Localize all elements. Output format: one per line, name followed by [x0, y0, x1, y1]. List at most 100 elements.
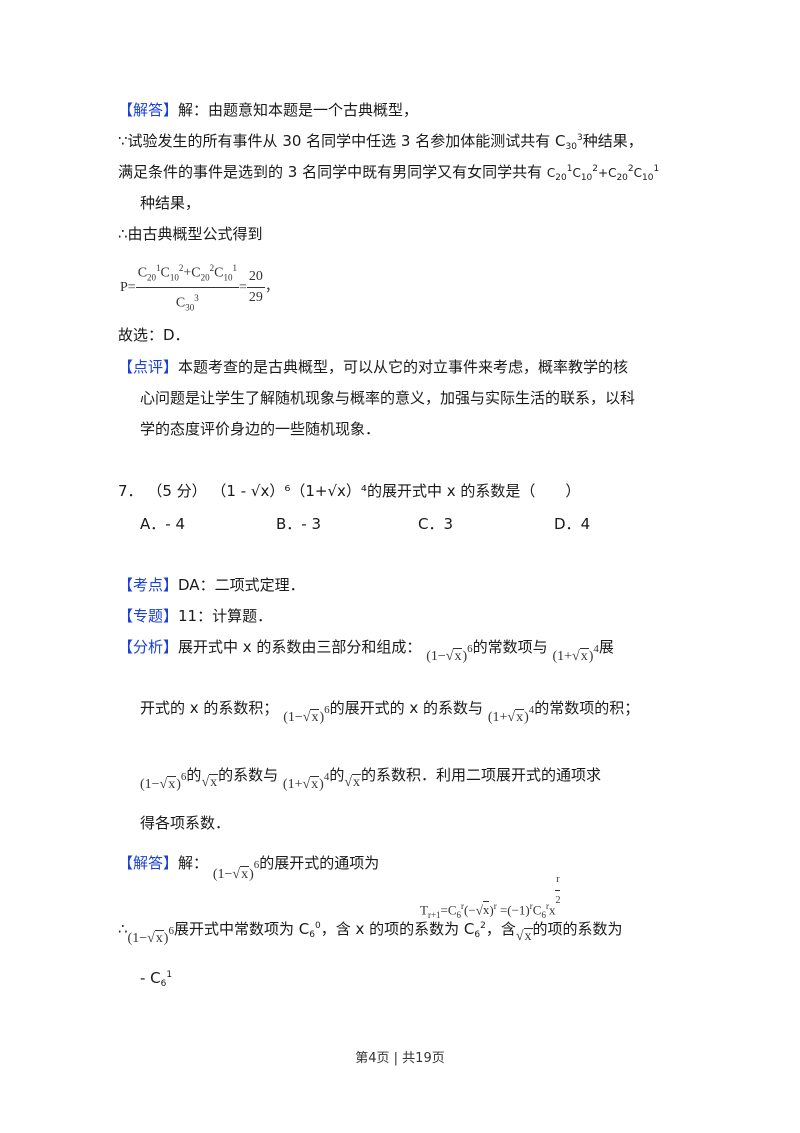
expr-plus: (1+√x) — [487, 709, 529, 725]
option-a[interactable]: A．- 4 — [140, 513, 185, 534]
denominator: C303 — [175, 293, 199, 313]
text: 开式的 x 的系数积； — [140, 699, 279, 717]
comment-line-3: 学的态度评价身边的一些随机现象． — [140, 420, 381, 438]
question-score: （5 分） — [147, 482, 207, 500]
text: 的常数项的积； — [534, 699, 640, 717]
answer-tag: 【解答】 — [118, 101, 179, 119]
text: 展开式中 x 的系数由三部分和组成： — [178, 638, 422, 656]
kaodian-line: 【考点】DA：二项式定理． — [118, 575, 305, 595]
exponent: 6 — [467, 643, 473, 655]
text: ∵试验发生的所有事件从 30 名同学中任选 3 名参加体能测试共有 C — [118, 132, 566, 150]
text: 展 — [598, 638, 614, 656]
answer-line-4: 种结果， — [140, 194, 201, 212]
question-7-stem: 7． （5 分） （1 - √x）⁶（1+√x）⁴的展开式中 x 的系数是（ ） — [118, 481, 580, 501]
text: 的项的系数为 — [532, 920, 623, 938]
result-numerator: 20 — [246, 267, 265, 289]
comment-line-1: 【点评】本题考查的是古典概型，可以从它的对立事件来考虑，概率教学的核 — [118, 357, 628, 377]
text: 种结果， — [582, 132, 643, 150]
expr-plus: (1+√x) — [552, 648, 594, 664]
numerator: C201C102+C202C101 — [135, 258, 239, 289]
answer-line-1: 【解答】解：由题意知本题是一个古典概型， — [118, 100, 418, 120]
expr-minus: (1−√x) — [140, 776, 181, 792]
superscript: 2 — [480, 921, 486, 931]
expr-plus: (1+√x) — [282, 776, 324, 792]
fenxi-line-1: 【分析】展开式中 x 的系数由三部分和组成： (1−√x)6的常数项与 (1+√… — [118, 637, 614, 664]
fenxi-line-4: 得各项系数． — [140, 814, 231, 832]
option-label: B． — [276, 515, 302, 533]
option-value: - 3 — [301, 515, 322, 533]
zhuanti-line: 【专题】11：计算题． — [118, 606, 272, 626]
exponent: 6 — [253, 859, 260, 871]
option-value: 4 — [580, 515, 591, 533]
exponent: 6 — [180, 771, 187, 783]
text: ，含 — [485, 920, 516, 938]
fenxi-line-3: (1−√x)6的√x的系数与 (1+√x)4的√x的系数积．利用二项展开式的通项… — [140, 765, 602, 792]
exponent: 4 — [528, 704, 535, 716]
exponent: 6 — [168, 925, 174, 937]
option-b[interactable]: B．- 3 — [276, 513, 321, 534]
exponent: 6 — [324, 704, 330, 716]
text: - C — [140, 969, 161, 987]
text: 满足条件的事件是选到的 3 名同学中既有男同学又有女同学共有 — [118, 163, 547, 181]
answer-line-3: 满足条件的事件是选到的 3 名同学中既有男同学又有女同学共有 C201C102+… — [118, 162, 659, 185]
answer-line-5: ∴由古典概型公式得到 — [118, 225, 263, 243]
text: 的 — [329, 766, 345, 784]
superscript: 0 — [314, 921, 321, 931]
solution-line-2: ∴(1−√x)6展开式中常数项为 C60，含 x 的项的系数为 C62，含√x的… — [118, 920, 623, 946]
solution-line-3: - C61 — [140, 969, 173, 989]
fenxi-tag: 【分析】 — [118, 638, 179, 656]
subscript: 30 — [565, 142, 577, 152]
result-denominator: 29 — [248, 290, 263, 306]
option-d[interactable]: D．4 — [554, 513, 590, 534]
text: 11：计算题． — [178, 607, 273, 625]
therefore-symbol: ∴ — [118, 920, 128, 938]
text: 展开式中常数项为 C — [173, 920, 310, 938]
comment-line-2: 心问题是让学生了解随机现象与概率的意义，加强与实际生活的联系，以科 — [140, 389, 636, 407]
text: 本题考查的是古典概型，可以从它的对立事件来考虑，概率教学的核 — [178, 358, 629, 376]
text: 的系数积．利用二项展开式的通项求 — [361, 766, 602, 784]
answer-line-2: ∵试验发生的所有事件从 30 名同学中任选 3 名参加体能测试共有 C303种结… — [118, 131, 643, 154]
option-value: 3 — [443, 515, 454, 533]
text: 的展开式的通项为 — [259, 854, 380, 872]
expr-minus: (1−√x) — [426, 648, 468, 664]
option-label: D． — [554, 515, 581, 533]
choice-line: 故选：D． — [118, 326, 190, 344]
option-label: C． — [418, 515, 444, 533]
exponent: 4 — [323, 771, 330, 783]
expr-minus: (1−√x) — [283, 709, 325, 725]
sqrt-x: √x — [201, 774, 219, 790]
text: ， — [264, 279, 279, 295]
question-number: 7． — [118, 482, 143, 500]
expr-minus: (1−√x) — [127, 930, 169, 946]
sqrt-x: √x — [344, 774, 362, 790]
probability-formula: P= C201C102+C202C101 C303 = 20 29 ， — [120, 258, 279, 318]
question-text: 的展开式中 x 的系数是（ ） — [366, 482, 581, 500]
main-fraction: C201C102+C202C101 C303 — [135, 258, 239, 318]
formula-lhs: P= — [120, 279, 136, 295]
sqrt-x: √x — [515, 928, 533, 944]
option-value: - 4 — [165, 515, 185, 533]
question-expression: （1 - √x）⁶（1+√x）⁴ — [211, 482, 367, 500]
text: 的展开式的 x 的系数与 — [329, 699, 484, 717]
text: 的系数与 — [218, 766, 279, 784]
combination-formula: C201C102+C202C101 — [546, 164, 660, 183]
text: DA：二项式定理． — [178, 576, 305, 594]
answer-text: 解：由题意知本题是一个古典概型， — [178, 101, 419, 119]
solution-tag: 【解答】 — [118, 854, 179, 872]
expr-minus: (1−√x) — [212, 866, 254, 882]
superscript: 3 — [576, 133, 583, 143]
solution-line-1: 【解答】解： (1−√x)6的展开式的通项为 — [118, 853, 380, 882]
option-label: A． — [140, 515, 166, 533]
superscript: 1 — [166, 970, 173, 980]
kaodian-tag: 【考点】 — [118, 576, 179, 594]
fenxi-line-2: 开式的 x 的系数积； (1−√x)6的展开式的 x 的系数与 (1+√x)4的… — [140, 698, 640, 725]
comment-tag: 【点评】 — [118, 358, 179, 376]
text: ，含 x 的项的系数为 C — [320, 920, 475, 938]
option-c[interactable]: C．3 — [418, 513, 453, 534]
text: 的 — [186, 766, 202, 784]
text: 解： — [178, 854, 209, 872]
exponent: 4 — [593, 643, 599, 655]
page-footer: 第4页 | 共19页 — [355, 1051, 445, 1066]
text: 的常数项与 — [472, 638, 548, 656]
